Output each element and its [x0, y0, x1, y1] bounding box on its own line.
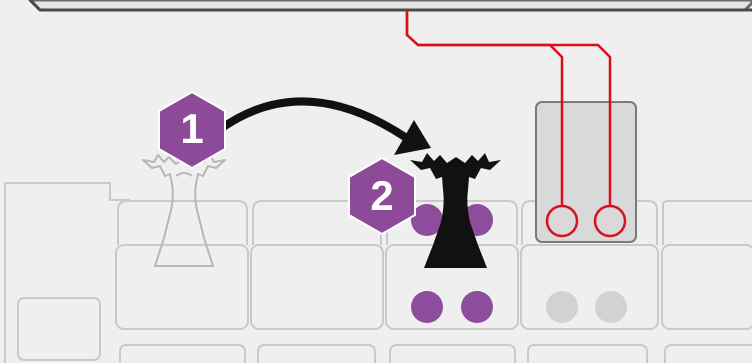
curved-arrow-icon — [211, 97, 431, 155]
purple-tokens — [411, 204, 493, 323]
step-badge-1: 1 — [158, 90, 226, 170]
step-badge-label: 1 — [180, 105, 203, 152]
purple-token — [461, 291, 493, 323]
ghost-horned-figure-icon — [142, 154, 226, 267]
horned-figure-icon — [410, 153, 501, 268]
grey-token — [595, 291, 627, 323]
step-badge-label: 2 — [370, 172, 393, 219]
purple-token — [411, 204, 443, 236]
card — [535, 101, 637, 243]
purple-token — [411, 291, 443, 323]
wire — [405, 10, 612, 206]
socket — [545, 204, 627, 238]
grey-token — [546, 291, 578, 323]
grey-tokens — [546, 291, 627, 323]
top-panel — [27, 0, 752, 12]
step-badge-2: 2 — [348, 156, 416, 236]
